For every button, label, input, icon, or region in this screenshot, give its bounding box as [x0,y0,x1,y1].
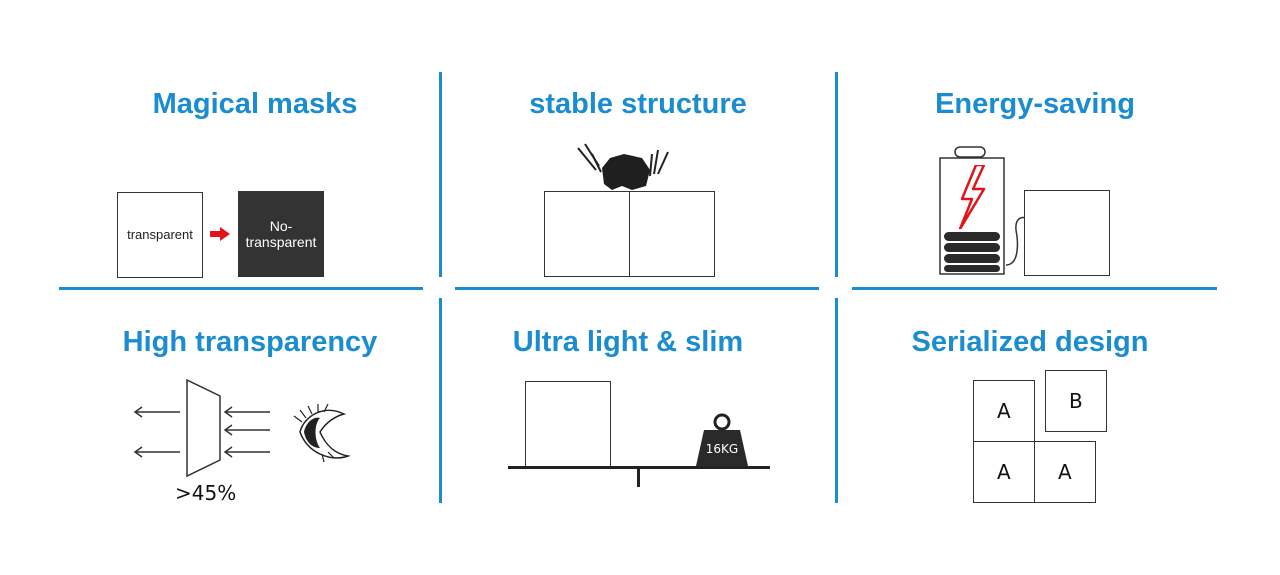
divider-horizontal-right [852,287,1217,290]
feature-title: Serialized design [911,326,1149,358]
plug-cable-icon [1005,216,1027,266]
transparent-panel [117,192,203,278]
divider-vertical-top-right [835,72,838,277]
light-passing-diagram [133,378,351,478]
divider-horizontal-center [455,287,819,290]
divider-vertical-bottom-left [439,298,442,503]
eye-icon [293,403,351,463]
lightning-icon [958,165,986,229]
left-panel [544,191,630,277]
right-panel [629,191,715,277]
divider-vertical-top-left [439,72,442,277]
rock-icon [577,143,669,190]
transparent-label: transparent [127,227,193,242]
feature-title: Energy-saving [935,88,1135,120]
weight-icon: 16KG [696,413,748,466]
slim-panel [525,381,611,467]
arrow-right-icon [210,227,230,241]
tile-a-bottom-left-label: A [997,460,1011,484]
powered-panel [1024,190,1110,276]
divider-horizontal-left [59,287,423,290]
tile-a-bottom-right [1034,441,1096,503]
feature-title: Magical masks [152,88,358,120]
opaque-label: No- transparent [245,218,317,250]
tile-a-bottom-right-label: A [1058,460,1072,484]
weight-label: 16KG [706,442,738,456]
tile-a-top-label: A [997,399,1011,423]
feature-title: High transparency [122,326,378,358]
tile-a-bottom-left [973,441,1035,503]
transparency-percent: >45% [175,481,237,505]
balance-scale-icon [508,466,770,487]
opaque-panel [238,191,324,277]
feature-title: stable structure [529,88,747,120]
feature-title: Ultra light & slim [512,326,744,358]
tile-b [1045,370,1107,432]
divider-vertical-bottom-right [835,298,838,503]
tile-b-label: B [1069,389,1083,413]
